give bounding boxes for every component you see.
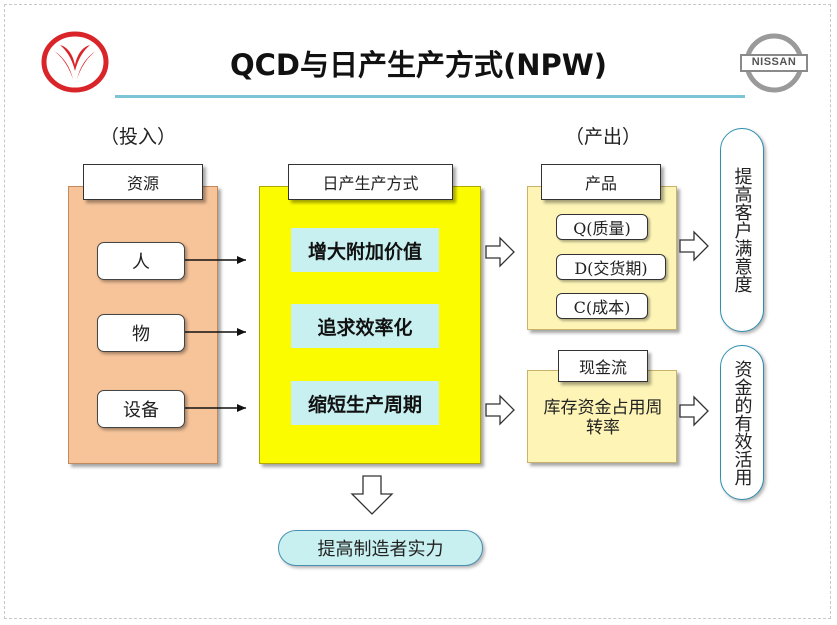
title-underline [115, 95, 745, 98]
block-arrow-icon [679, 230, 709, 262]
npw-tab: 日产生产方式 [288, 164, 453, 200]
product-item: Q(质量) [556, 214, 648, 240]
cashflow-text: 库存资金占用周转率 [543, 398, 663, 438]
input-header: （投入） [100, 126, 177, 148]
nissan-logo-icon [740, 33, 808, 93]
resources-tab: 资源 [83, 164, 203, 200]
page-title: QCD与日产生产方式(NPW) [229, 48, 608, 82]
npw-item: 增大附加价值 [291, 228, 439, 272]
product-item: C(成本) [556, 293, 648, 319]
resource-item: 设备 [97, 390, 185, 428]
dongfeng-logo-icon [41, 31, 109, 93]
resource-item: 人 [97, 242, 185, 280]
block-arrow-icon [485, 394, 515, 426]
cashflow-panel [527, 370, 677, 463]
output-header: （产出） [565, 126, 642, 148]
block-arrow-icon [485, 236, 515, 268]
down-block-arrow-icon [350, 475, 394, 515]
resource-item: 物 [97, 314, 185, 352]
npw-item: 追求效率化 [291, 304, 439, 348]
npw-item: 缩短生产周期 [291, 381, 439, 425]
customer-satisfaction-pill: 提高客户满意度 [720, 128, 764, 332]
manufacturing-strength-pill: 提高制造者实力 [278, 530, 483, 566]
block-arrow-icon [679, 395, 709, 427]
page-frame [4, 4, 831, 619]
cashflow-tab: 现金流 [558, 350, 648, 382]
nissan-logo-text: NISSAN [751, 56, 797, 68]
product-item: D(交货期) [556, 254, 666, 280]
capital-utilization-pill: 资金的有效活用 [720, 345, 764, 500]
products-tab: 产品 [541, 164, 661, 200]
